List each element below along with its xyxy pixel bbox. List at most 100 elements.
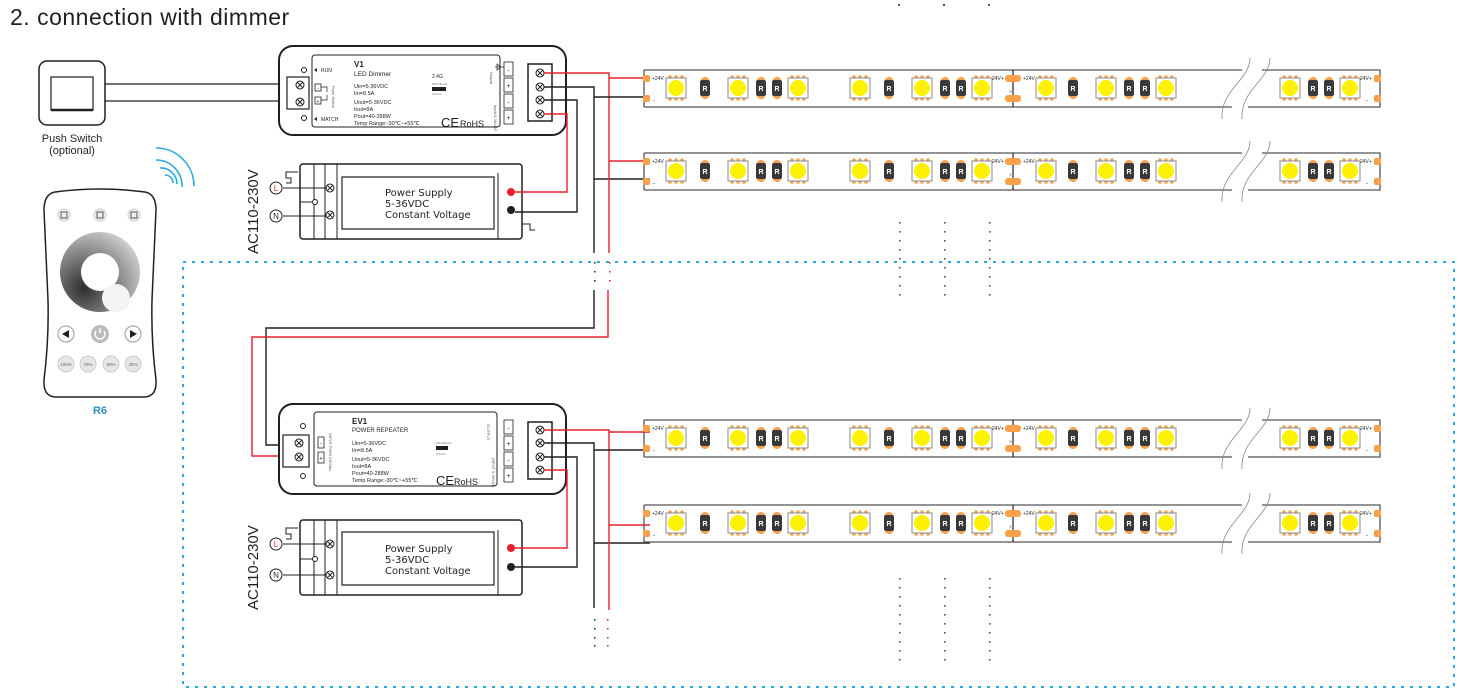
led-chip [849,425,871,451]
led-chip [727,425,749,451]
level-button-50[interactable]: 50% [102,355,120,373]
led-chip [849,158,871,184]
svg-text:5-36VDC: 5-36VDC [385,199,429,210]
voltage-label: 24V+ [992,511,1004,517]
continuation-dot [944,231,946,233]
led-chip [727,75,749,101]
svg-text:5-36VDC: 5-36VDC [385,555,429,566]
voltage-label: 24V+ [992,76,1004,82]
led-chip [1095,75,1117,101]
minus-label: - [653,533,655,539]
resistor: R [700,160,710,182]
strip-break [1221,57,1251,120]
resistor: R [1068,512,1078,534]
voltage-label: +24V [1023,159,1035,165]
svg-text:R: R [1142,169,1147,176]
continuation-dot [989,240,991,242]
led-chip [971,425,993,451]
solder-pad [643,510,650,517]
page-title: 2. connection with dimmer [10,4,290,30]
svg-text:R: R [1070,521,1075,528]
push-switch[interactable] [38,60,106,126]
svg-text:R: R [702,436,707,443]
led-chip [1035,510,1057,536]
svg-text:0.5-2.5mm²: 0.5-2.5mm² [436,441,451,445]
resistor: R [756,77,766,99]
svg-text:+: + [507,442,511,448]
continuation-dots-top [898,4,990,6]
continuation-dot [944,222,946,224]
save-icon[interactable] [57,208,71,222]
continuation-dot [944,276,946,278]
svg-text:Pout=40-288W: Pout=40-288W [354,114,392,120]
led-chip [665,425,687,451]
continuation-dot [899,650,901,652]
strip-break [1221,492,1251,555]
continuation-dot [944,578,946,580]
continuation-dot [899,249,901,251]
level-button-100[interactable]: 100% [57,355,75,373]
solder-pad [643,445,650,452]
solder-pad [643,95,650,102]
svg-text:Iin=8.5A: Iin=8.5A [352,448,373,454]
svg-text:R: R [774,169,779,176]
led-chip [727,158,749,184]
svg-text:L: L [274,540,279,549]
continuation-dot [944,294,946,296]
svg-text:Push Switch: Push Switch [331,86,336,108]
svg-text:R: R [1142,436,1147,443]
push-switch-optional: (optional) [49,145,95,157]
dimmer-name: LED Dimmer [354,71,392,78]
voltage-label: +24V [1023,426,1035,432]
led-chip [911,510,933,536]
led-chip [971,158,993,184]
resistor: R [1140,512,1150,534]
svg-text:R: R [1326,169,1331,176]
continuation-dot [944,267,946,269]
scissors-icon: ✂ [1009,524,1015,531]
svg-text:R: R [702,521,707,528]
led-chip [665,510,687,536]
solder-pad [1005,445,1021,452]
led-chip [1339,510,1361,536]
minus-label: - [1366,181,1368,187]
resistor: R [1308,427,1318,449]
svg-text:Iin=8.5A: Iin=8.5A [354,91,375,97]
svg-text:R: R [886,169,891,176]
continuation-dot [899,596,901,598]
resistor: R [940,160,950,182]
svg-text:R: R [942,436,947,443]
continuation-dot [899,659,901,661]
svg-text:-: - [320,441,322,447]
resistor: R [956,77,966,99]
repeater-model: EV1 [352,417,368,426]
solder-pad [643,75,650,82]
level-button-25[interactable]: 25% [124,355,142,373]
live-terminal-icon: L [269,181,283,195]
remote-r6[interactable]: 100% 75% 50% 25% [43,188,157,398]
led-chip [1279,425,1301,451]
led-chip [1035,158,1057,184]
svg-text:R: R [1310,86,1315,93]
save-icon[interactable] [127,208,141,222]
power-icon[interactable] [91,325,109,343]
level-button-75[interactable]: 75% [79,355,97,373]
resistor: R [1324,427,1334,449]
solder-pad [1374,530,1381,537]
terminal-screw [295,80,305,107]
push-switch-label: Push Switch [42,133,103,145]
svg-text:R: R [774,86,779,93]
svg-text:+: + [507,116,511,122]
left-arrow-icon[interactable] [57,325,75,343]
led-chip [1339,158,1361,184]
touch-wheel[interactable] [60,232,140,312]
resistor: R [1124,160,1134,182]
power-supply-1: Power Supply 5-36VDC Constant Voltage L … [269,163,523,240]
save-icon[interactable] [93,208,107,222]
continuation-dot [989,578,991,580]
right-arrow-icon[interactable] [124,325,142,343]
continuation-dot [944,587,946,589]
continuation-dot [944,614,946,616]
led-chip [1339,75,1361,101]
